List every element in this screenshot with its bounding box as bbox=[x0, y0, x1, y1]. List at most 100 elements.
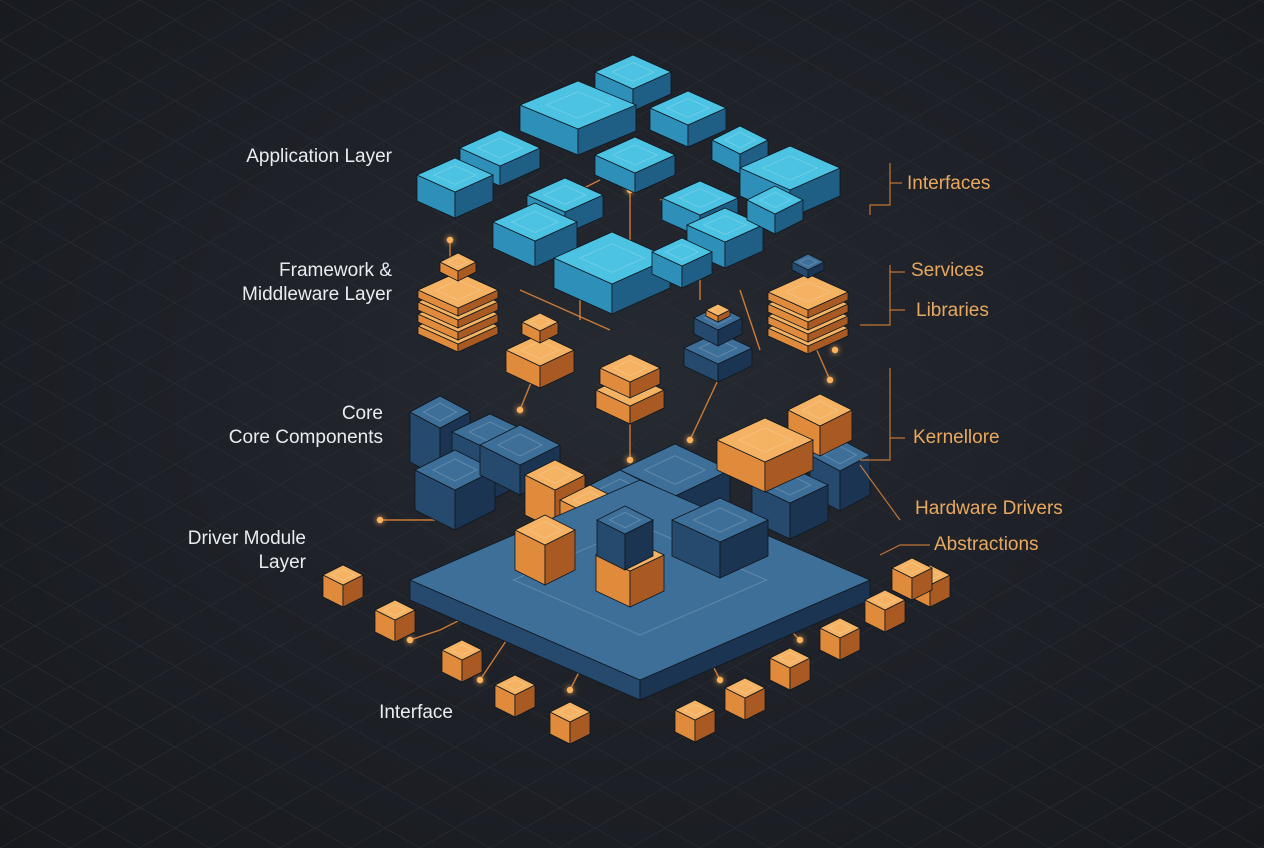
block-face-top bbox=[674, 699, 716, 721]
block-face-top bbox=[594, 54, 672, 90]
block-face-top bbox=[791, 253, 825, 271]
grid-line bbox=[979, 0, 1264, 165]
application-block-13 bbox=[651, 237, 713, 289]
grid-line bbox=[419, 360, 1264, 848]
grid-line bbox=[1119, 764, 1264, 848]
grid-line bbox=[909, 643, 1264, 848]
glow-node bbox=[686, 436, 694, 444]
block-inset bbox=[446, 256, 470, 268]
leader-line bbox=[860, 368, 891, 461]
block-inset bbox=[431, 458, 479, 482]
circuit-trace bbox=[739, 289, 761, 351]
label-hardware-drivers: Hardware Drivers bbox=[915, 498, 1063, 519]
glow-node bbox=[626, 456, 634, 464]
block-inset bbox=[777, 651, 803, 665]
block-face-top bbox=[322, 564, 364, 586]
kernel-block-b bbox=[716, 417, 814, 493]
label-libraries: Libraries bbox=[916, 300, 989, 321]
middleware-block-c bbox=[683, 331, 753, 383]
grid-line bbox=[839, 603, 1264, 848]
label-kernellore: Kernellore bbox=[913, 427, 1000, 448]
block-inset bbox=[528, 316, 552, 328]
block-face-top bbox=[374, 599, 416, 621]
grid-line bbox=[0, 0, 421, 243]
circuit-trace bbox=[689, 379, 719, 441]
glow-node bbox=[376, 516, 384, 524]
interface-cube-7 bbox=[769, 647, 811, 691]
driver-block-a bbox=[514, 514, 576, 586]
glow-node bbox=[516, 406, 524, 414]
block-face-top bbox=[492, 202, 578, 242]
middleware-block-a bbox=[505, 333, 575, 389]
block-inset bbox=[723, 131, 757, 149]
block-face-top bbox=[549, 701, 591, 723]
block-face-top bbox=[724, 677, 766, 699]
grid-line bbox=[1119, 0, 1264, 84]
grid-line bbox=[0, 0, 351, 203]
block-inset bbox=[682, 703, 708, 717]
module-blocks bbox=[322, 54, 951, 745]
label-application-layer: Application Layer bbox=[246, 146, 392, 167]
block-face-top bbox=[441, 639, 483, 661]
block-inset bbox=[899, 561, 925, 575]
leader-line bbox=[879, 544, 930, 556]
grid-line bbox=[629, 481, 1264, 848]
block-inset bbox=[434, 279, 482, 301]
leader-lines bbox=[859, 163, 930, 556]
block-face-top bbox=[514, 514, 576, 546]
application-block-11 bbox=[686, 207, 764, 269]
block-face-top bbox=[716, 417, 814, 463]
glow-node bbox=[566, 686, 574, 694]
block-inset bbox=[510, 211, 560, 233]
block-inset bbox=[611, 144, 659, 166]
glow-node bbox=[716, 676, 724, 684]
grid-line bbox=[979, 683, 1264, 848]
block-face-top bbox=[594, 136, 676, 174]
block-inset bbox=[422, 402, 458, 422]
label-framework-middleware-layer: Framework & Middleware Layer bbox=[242, 260, 392, 305]
grid-line bbox=[0, 766, 141, 848]
block-face-top bbox=[521, 312, 559, 332]
block-face-top bbox=[787, 393, 853, 427]
block-inset bbox=[527, 521, 563, 539]
grid-line bbox=[0, 0, 911, 526]
block-inset bbox=[643, 455, 707, 485]
interface-cube-3 bbox=[494, 674, 536, 718]
framework-cap-left bbox=[439, 252, 477, 282]
interface-cube-0 bbox=[322, 564, 364, 608]
block-inset bbox=[542, 185, 588, 205]
block-inset bbox=[612, 359, 648, 377]
interface-cube-1 bbox=[374, 599, 416, 643]
block-face-top bbox=[416, 157, 494, 193]
block-inset bbox=[476, 137, 524, 159]
block-inset bbox=[822, 445, 858, 465]
leader-line bbox=[869, 163, 891, 215]
interface-cube-4 bbox=[549, 701, 591, 745]
block-face-top bbox=[596, 505, 654, 535]
grid-line bbox=[1049, 724, 1264, 848]
grid-line bbox=[0, 0, 1051, 607]
block-inset bbox=[496, 433, 544, 457]
block-inset bbox=[758, 191, 792, 209]
grid-line bbox=[1259, 0, 1264, 3]
block-inset bbox=[449, 643, 475, 657]
block-face-top bbox=[746, 185, 804, 215]
block-inset bbox=[784, 281, 832, 303]
glow-node bbox=[476, 676, 484, 684]
application-block-2 bbox=[649, 90, 727, 148]
block-face-top bbox=[479, 424, 561, 466]
block-face-top bbox=[649, 90, 727, 126]
framework-cap-right bbox=[791, 253, 825, 279]
interface-cube-5 bbox=[674, 699, 716, 743]
glow-node bbox=[831, 346, 839, 354]
label-driver-module-layer: Driver Module Layer bbox=[187, 528, 306, 573]
block-face-top bbox=[671, 497, 769, 543]
middleware-block-b-top bbox=[599, 353, 661, 399]
driver-chip-block bbox=[596, 505, 654, 571]
block-inset bbox=[578, 243, 646, 273]
grid-line bbox=[349, 320, 1264, 848]
application-block-1 bbox=[518, 80, 638, 156]
